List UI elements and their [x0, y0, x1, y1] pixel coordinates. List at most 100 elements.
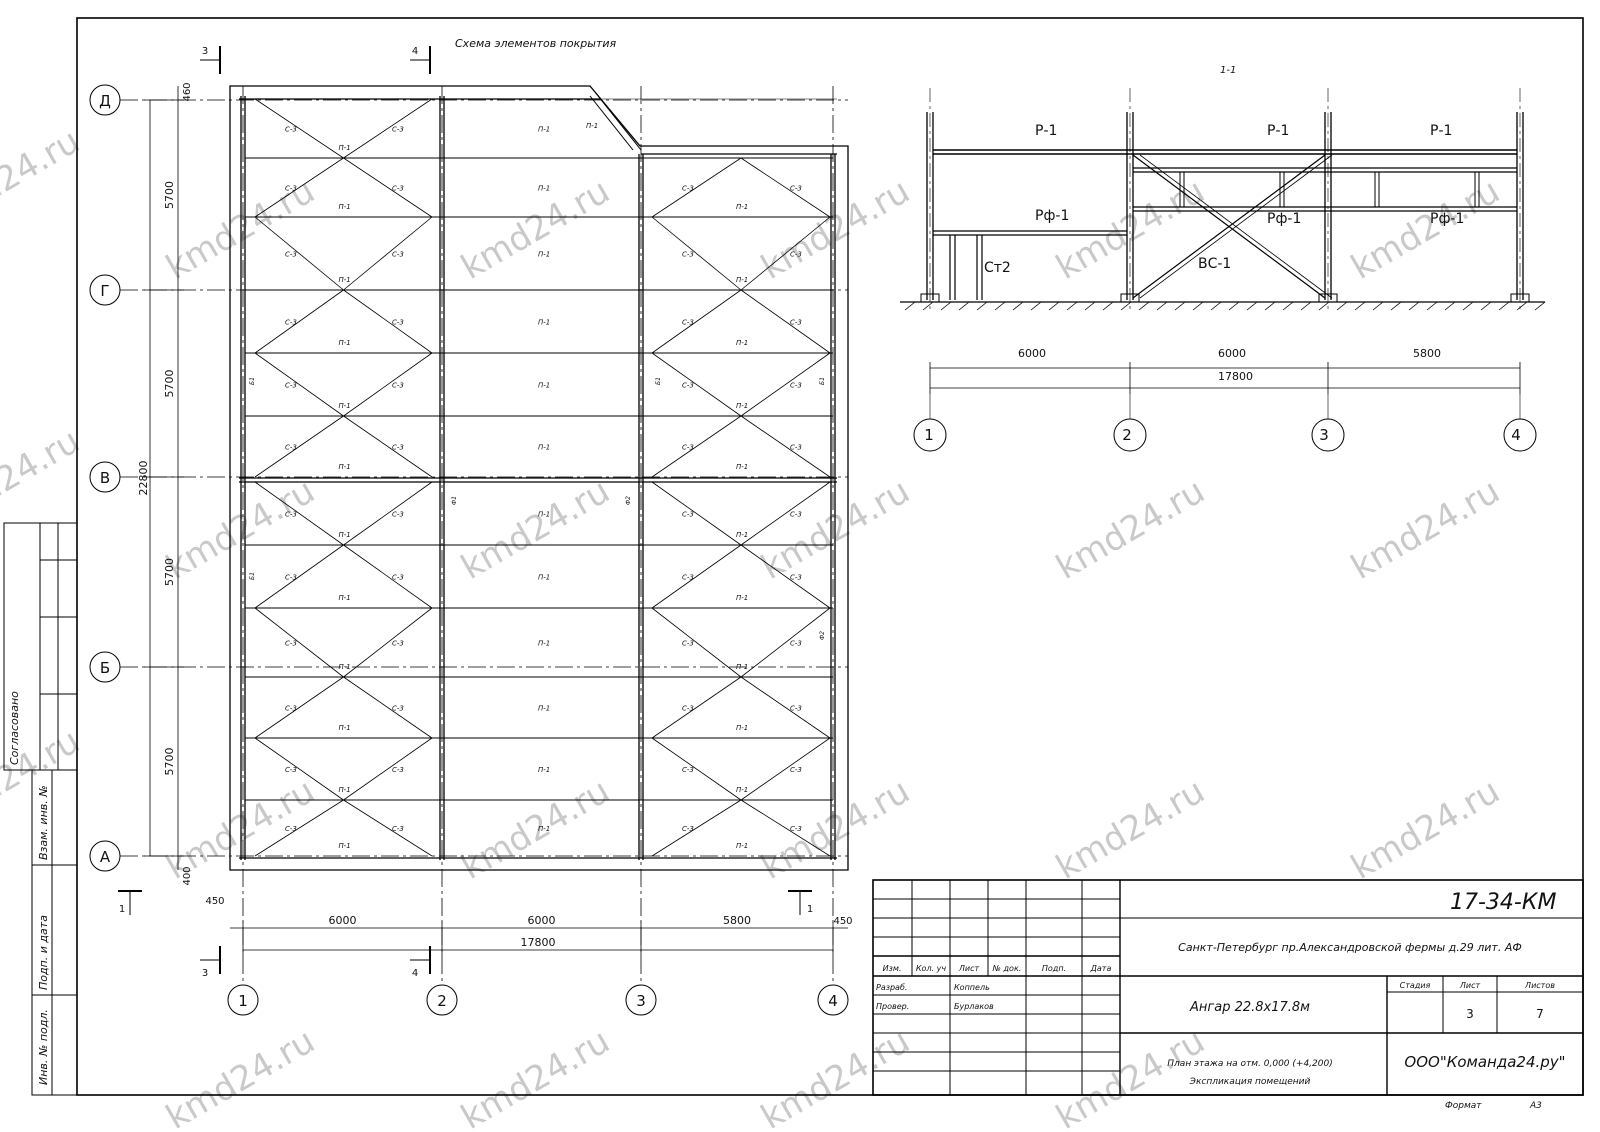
plan-brace-label: С-3 [790, 319, 802, 327]
plan-purlin-label: П-1 [538, 825, 550, 833]
plan-brace-label: С-3 [392, 705, 404, 713]
tb-name-check: Бурлаков [954, 1002, 994, 1011]
plan-brace-label: С-3 [285, 382, 297, 390]
plan-axis-bubble [426, 984, 458, 1016]
plan-row-dim: 5700 [163, 181, 176, 209]
section-label-rafter-2: Р-1 [1267, 123, 1289, 139]
plan-brace-label: С-3 [285, 251, 297, 259]
plan-axis-bubble [817, 984, 849, 1016]
tb-h-sheets: Листов [1524, 981, 1555, 990]
plan-axis-bubble [227, 984, 259, 1016]
section-axis-1: 1 [924, 426, 934, 444]
plan-axis-letter: В [100, 469, 110, 487]
plan-purlin-label: П-1 [339, 531, 351, 539]
tb-sheets-total: 7 [1536, 1007, 1544, 1021]
plan-overall-y: 22800 [137, 461, 150, 496]
plan-brace [651, 799, 742, 857]
section-hatch [1444, 301, 1456, 311]
plan-row-dim: 5700 [163, 558, 176, 586]
side-stamp [3, 522, 78, 1096]
section-label-rafterf-1: Рф-1 [1035, 208, 1069, 224]
plan-row-dim: 5700 [163, 748, 176, 776]
tb-name-dev: Коппель [954, 983, 990, 992]
plan-brace-label: С-3 [392, 251, 404, 259]
plan-brace-label: С-3 [790, 574, 802, 582]
section-hatch [994, 301, 1006, 311]
plan-axis-bubble [89, 651, 121, 683]
side-inv-orig-label: Инв. № подл. [37, 1009, 50, 1085]
plan-brace [343, 737, 433, 801]
section-bracing [1132, 154, 1326, 299]
plan-brace [740, 289, 831, 354]
watermark-text: kmd24.ru [0, 121, 87, 238]
plan-purlin-label: П-1 [736, 463, 748, 471]
plan-purlin-label: П-1 [339, 203, 351, 211]
plan-purlin-label: П-1 [339, 463, 351, 471]
section-1-1 [900, 88, 1546, 452]
section-label-bracing: ВС-1 [1198, 256, 1231, 272]
tb-col-izm: Изм. [883, 964, 902, 973]
section-hatch [940, 301, 952, 311]
plan-brace-label: С-3 [682, 825, 694, 833]
section-hatch [1426, 301, 1438, 311]
section-axis-2: 2 [1122, 426, 1132, 444]
section-hatch [1300, 301, 1312, 311]
plan-brace [343, 98, 433, 159]
plan-purlin-label: П-1 [339, 144, 351, 152]
plan-axis-number: 4 [828, 992, 838, 1010]
plan-brace [343, 415, 433, 478]
plan-brace-label: С-3 [682, 574, 694, 582]
plan-axis-letter: Г [100, 282, 109, 300]
plan-brace [254, 676, 344, 739]
title-block [872, 879, 1584, 1096]
tb-code: 17-34-КМ [1450, 890, 1556, 915]
section-hatch [1084, 301, 1096, 311]
plan-bay-dim: 5800 [723, 914, 751, 927]
plan-axis-letter: А [100, 848, 111, 866]
side-agreed-label: Согласовано [8, 691, 21, 765]
plan-purlin-label: П-1 [736, 402, 748, 410]
tb-h-stage: Стадия [1400, 981, 1431, 990]
section-hatch [1516, 301, 1528, 311]
plan-brace [740, 676, 831, 739]
plan-brace [254, 544, 344, 609]
plan-purlin-label: П-1 [339, 842, 351, 850]
plan-edge-right: 450 [833, 916, 852, 927]
tb-col-list: Лист [958, 964, 980, 973]
plan-axis-number: 1 [238, 992, 248, 1010]
plan-tie-label: Ф2 [625, 496, 632, 505]
plan-edge-top: 460 [182, 82, 193, 101]
plan-cut-label: 3 [202, 46, 208, 57]
plan-brace-label: С-3 [285, 185, 297, 193]
section-hatch [1318, 301, 1330, 311]
plan-purlin-label: П-1 [736, 339, 748, 347]
plan-brace-label: С-3 [392, 574, 404, 582]
section-hatch [1354, 301, 1366, 311]
tb-col-sign: Подп. [1042, 964, 1066, 973]
section-hatch [1228, 301, 1240, 311]
plan-brace [651, 607, 742, 678]
section-hatch [1174, 301, 1186, 311]
plan-brace [343, 481, 433, 546]
section-label-rafterf-3: Рф-1 [1430, 211, 1464, 227]
plan-brace-label: С-3 [790, 705, 802, 713]
section-axis-3: 3 [1319, 426, 1329, 444]
section-hatch [1246, 301, 1258, 311]
plan-brace [651, 415, 742, 478]
tb-col-date: Дата [1090, 964, 1112, 973]
plan-purlin-label: П-1 [736, 531, 748, 539]
watermark-text: kmd24.ru [1345, 471, 1507, 588]
plan-brace [254, 157, 344, 218]
plan-brace-label: С-3 [285, 705, 297, 713]
plan-axis-bubble [89, 274, 121, 306]
plan-brace [254, 607, 344, 678]
plan-brace [343, 289, 433, 354]
plan-purlin-label: П-1 [538, 251, 550, 259]
plan-axis-number: 3 [636, 992, 646, 1010]
plan-brace-label: С-3 [682, 185, 694, 193]
plan-brace [254, 737, 344, 801]
section-label-column: Ст2 [984, 260, 1011, 276]
plan-brace [343, 544, 433, 609]
section-hatch [1156, 301, 1168, 311]
plan-brace-label: С-3 [790, 640, 802, 648]
